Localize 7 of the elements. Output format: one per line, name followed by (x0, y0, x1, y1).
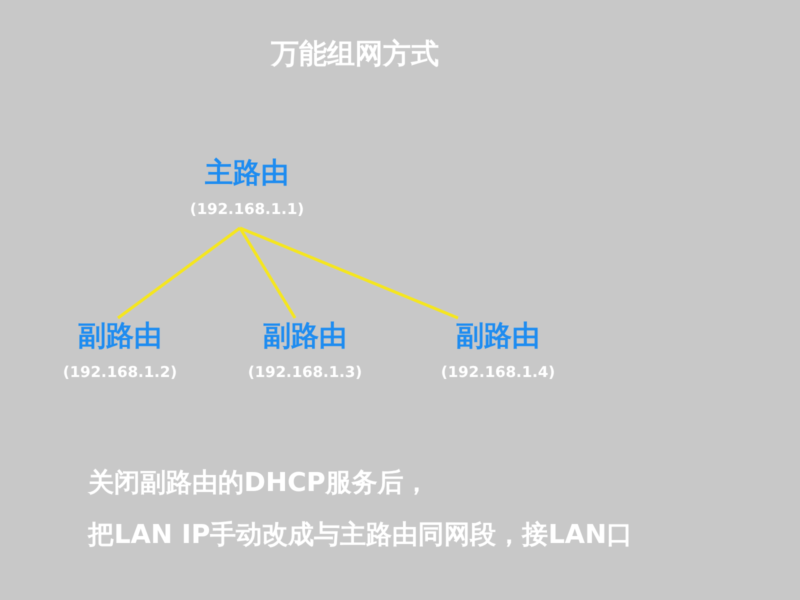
connector-line (117, 226, 241, 320)
router-label: 副路由 (456, 318, 540, 354)
connector-line (238, 227, 296, 319)
router-label: 副路由 (78, 318, 162, 354)
router-label: 主路由 (205, 155, 289, 191)
router-label: 副路由 (263, 318, 347, 354)
connector-line (239, 226, 459, 320)
